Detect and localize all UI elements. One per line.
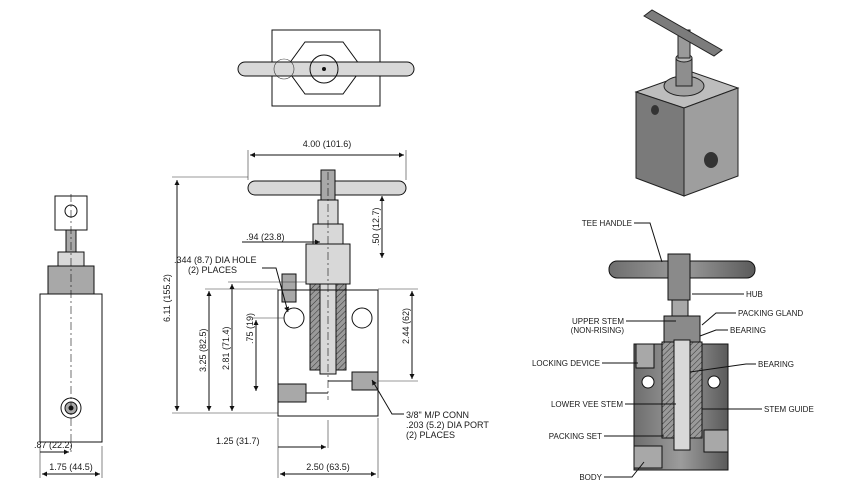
label-stem-guide: STEM GUIDE [764, 405, 814, 414]
label-hub: HUB [746, 290, 763, 299]
front-dimensions: 4.00 (101.6) .94 (23.8) .50 (12.7) .344 … [162, 139, 489, 478]
dim-port-offset: .75 (19) [245, 313, 255, 344]
side-dimensions: .87 (22.2) 1.75 (44.5) [34, 440, 103, 478]
dim-overall-height: 6.11 (155.2) [162, 274, 172, 322]
label-bearing-mid: BEARING [758, 360, 794, 369]
dim-mount-height: 2.44 (62) [401, 308, 411, 344]
dim-handle-clearance: .50 (12.7) [371, 207, 381, 246]
label-locking-device: LOCKING DEVICE [532, 359, 600, 368]
label-upper-stem: UPPER STEM [572, 317, 624, 326]
dim-body-height: 3.25 (82.5) [198, 328, 208, 372]
dim-hole-dia: .344 (8.7) DIA HOLE [174, 255, 257, 265]
label-tee-handle: TEE HANDLE [582, 219, 632, 228]
dim-port-count: (2) PLACES [406, 430, 455, 440]
label-body: BODY [579, 473, 602, 482]
dim-handle-width: 4.00 (101.6) [303, 139, 352, 149]
top-view [237, 29, 415, 107]
label-lower-vee-stem: LOWER VEE STEM [551, 400, 623, 409]
label-upper-stem-note: (NON-RISING) [571, 326, 625, 335]
dim-hole-count: (2) PLACES [188, 265, 237, 275]
dim-half-width: 1.25 (31.7) [216, 436, 260, 446]
side-view [39, 194, 103, 452]
dim-stem-offset: .94 (23.8) [246, 232, 285, 242]
dim-side-offset: .87 (22.2) [34, 440, 73, 450]
section-view [608, 253, 756, 471]
dim-side-width: 1.75 (44.5) [49, 462, 93, 472]
dim-port-dia: .203 (5.2) DIA PORT [406, 420, 489, 430]
isometric-view [634, 9, 740, 197]
front-view [247, 169, 407, 417]
part-callouts: TEE HANDLE HUB UPPER STEM (NON-RISING) P… [532, 219, 814, 482]
dim-port-center-height: 2.81 (71.4) [221, 326, 231, 370]
label-packing-set: PACKING SET [549, 432, 602, 441]
dim-body-width: 2.50 (63.5) [306, 462, 350, 472]
label-packing-gland: PACKING GLAND [738, 309, 803, 318]
label-bearing-top: BEARING [730, 326, 766, 335]
dim-conn-size: 3/8" M/P CONN [406, 410, 469, 420]
